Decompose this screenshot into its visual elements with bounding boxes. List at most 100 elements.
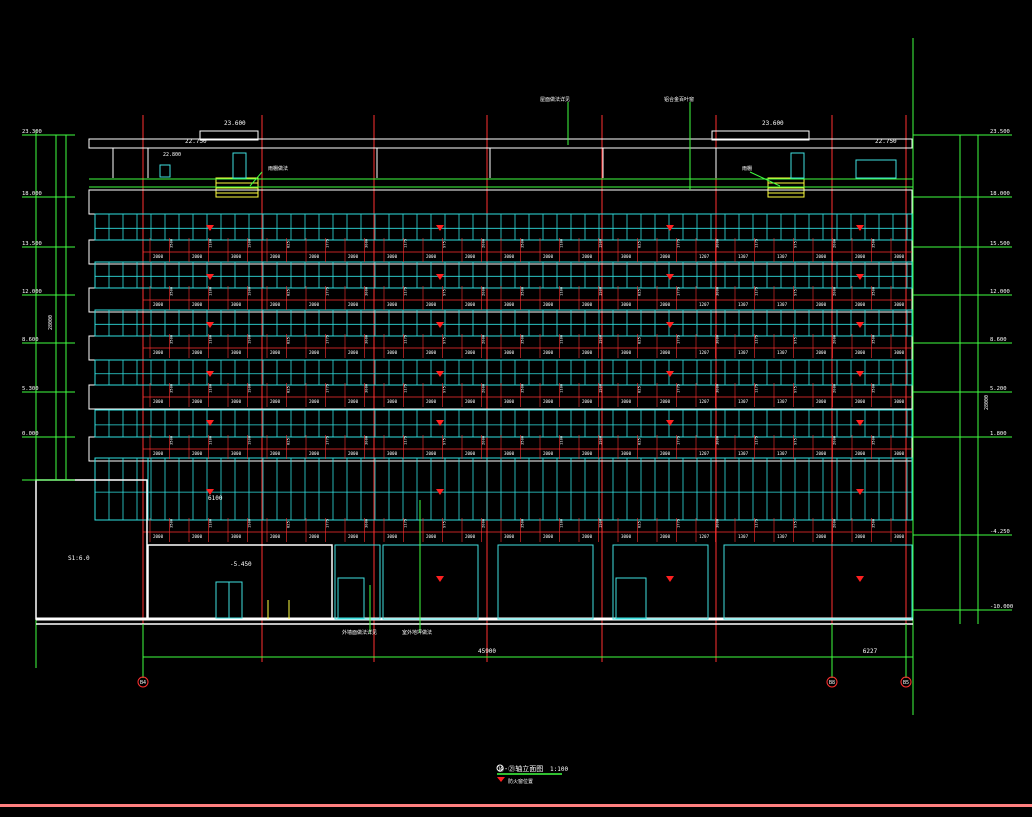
left-level-label: 13.500 (22, 241, 42, 247)
dimension-text-vertical: 3500 (169, 238, 174, 248)
dimension-text: 2000 (582, 399, 593, 404)
dimension-text-vertical: 825 (637, 241, 642, 248)
dimension-text: 2000 (855, 350, 866, 355)
dimension-text: 2000 (543, 350, 554, 355)
dimension-text: 1307 (777, 451, 788, 456)
curtain-wall (94, 213, 913, 521)
dimension-text-vertical: 3000 (715, 518, 720, 528)
basement-structure (35, 479, 913, 625)
dimension-text: 3000 (387, 399, 398, 404)
dimension-text-vertical: 2000 (481, 383, 486, 393)
dimension-text: 2000 (309, 534, 320, 539)
dimension-text: 1307 (777, 350, 788, 355)
dimension-text: 2000 (192, 534, 203, 539)
dimension-text: 2000 (465, 350, 476, 355)
axis-label-b8: B8 (829, 680, 835, 686)
dimension-text: 2000 (153, 451, 164, 456)
dimension-text: 2000 (855, 399, 866, 404)
dimension-text-vertical: 975 (442, 386, 447, 393)
roof-elevation-1: 22.750 (185, 138, 207, 145)
axis-label-b5: B5 (903, 680, 909, 686)
note-wall-finish: 外墙面做法详见 (342, 629, 377, 636)
dimension-text-vertical: 825 (286, 337, 291, 344)
dimension-text: 2000 (192, 254, 203, 259)
dimension-text-vertical: 1100 (559, 334, 564, 344)
dimension-text: 2000 (543, 534, 554, 539)
left-total-dimension: 28000 (48, 315, 54, 330)
dimension-text-vertical: 3000 (715, 435, 720, 445)
fire-window-marker (666, 371, 674, 377)
dimension-text-vertical: 1100 (208, 518, 213, 528)
dimension-text: 2000 (816, 534, 827, 539)
dimension-text: 3000 (894, 534, 905, 539)
fire-window-marker (666, 576, 674, 582)
dimension-text: 1307 (738, 254, 749, 259)
dimension-text-vertical: 2000 (832, 383, 837, 393)
dimension-text: 2000 (348, 534, 359, 539)
roof-elevation-4: 23.600 (762, 120, 784, 127)
dimension-text: 2000 (348, 399, 359, 404)
dimension-text-vertical: 1900 (247, 238, 252, 248)
dimension-text: 2000 (426, 399, 437, 404)
fire-window-marker (856, 489, 864, 495)
dimension-text: 3000 (504, 254, 515, 259)
curtain-wall-lower (147, 457, 913, 521)
dimension-text-vertical: 1900 (247, 518, 252, 528)
curtain-wall-row (94, 261, 913, 289)
axis-bubble-b4: B4 (137, 676, 149, 688)
dimension-text: 3000 (387, 534, 398, 539)
dimension-text-vertical: 1775 (676, 335, 681, 344)
dimension-text: 3000 (231, 399, 242, 404)
dimension-text-vertical: 3500 (520, 435, 525, 445)
dimension-text: 2000 (153, 350, 164, 355)
drawing-title-block: ⑭-㉑轴立面图 1:100 防火窗位置 (496, 764, 568, 785)
fire-window-marker (666, 274, 674, 280)
dimension-text: 2000 (309, 399, 320, 404)
dimension-text-vertical: 2000 (481, 518, 486, 528)
note-louver: 铝合金百叶窗 (664, 96, 694, 103)
dimension-text-vertical: 3000 (364, 518, 369, 528)
curtain-wall-row (94, 213, 913, 241)
dimension-text-vertical: 825 (286, 386, 291, 393)
column-gridlines (142, 115, 907, 662)
fire-window-marker (666, 322, 674, 328)
dimension-text-vertical: 3500 (169, 286, 174, 296)
left-level-label: 5.300 (22, 386, 39, 392)
dimension-text: 2000 (309, 254, 320, 259)
dimension-text-vertical: 1775 (325, 335, 330, 344)
dimension-text-vertical: 2000 (832, 518, 837, 528)
dimension-text-vertical: 1100 (208, 383, 213, 393)
dimension-text-vertical: 3500 (520, 286, 525, 296)
legend-fire-window-icon (497, 777, 505, 782)
fire-window-marker (206, 322, 214, 328)
dimension-text: 2000 (465, 399, 476, 404)
fire-window-markers (206, 225, 864, 582)
fire-window-marker (436, 322, 444, 328)
left-level-label: 23.300 (22, 129, 42, 135)
dimension-text: 1307 (777, 534, 788, 539)
dimension-text: 2000 (660, 302, 671, 307)
dimension-text: 2000 (816, 451, 827, 456)
fire-window-marker (206, 274, 214, 280)
dimension-text: 3000 (231, 350, 242, 355)
dimension-text: 3000 (894, 302, 905, 307)
right-level-label: 8.600 (990, 337, 1007, 343)
note-canopy-right: 雨棚 (742, 165, 752, 172)
dimension-text: 2000 (348, 350, 359, 355)
left-level-label: 0.000 (22, 431, 39, 437)
dimension-text-vertical: 975 (442, 337, 447, 344)
dimension-text: 1207 (699, 302, 710, 307)
dimension-text-vertical: 3500 (871, 518, 876, 528)
dimension-text-vertical: 3500 (520, 383, 525, 393)
dimension-text-vertical: 3000 (364, 334, 369, 344)
dimension-text: 3000 (621, 254, 632, 259)
dimension-text: 2000 (465, 254, 476, 259)
dimension-text-vertical: 3000 (715, 334, 720, 344)
dimension-text: 2000 (543, 302, 554, 307)
dimension-text-vertical: 1100 (559, 238, 564, 248)
fire-window-marker (436, 371, 444, 377)
dimension-text: 1207 (699, 254, 710, 259)
right-level-label: -10.000 (990, 604, 1013, 610)
dimension-text-vertical: 1100 (208, 286, 213, 296)
